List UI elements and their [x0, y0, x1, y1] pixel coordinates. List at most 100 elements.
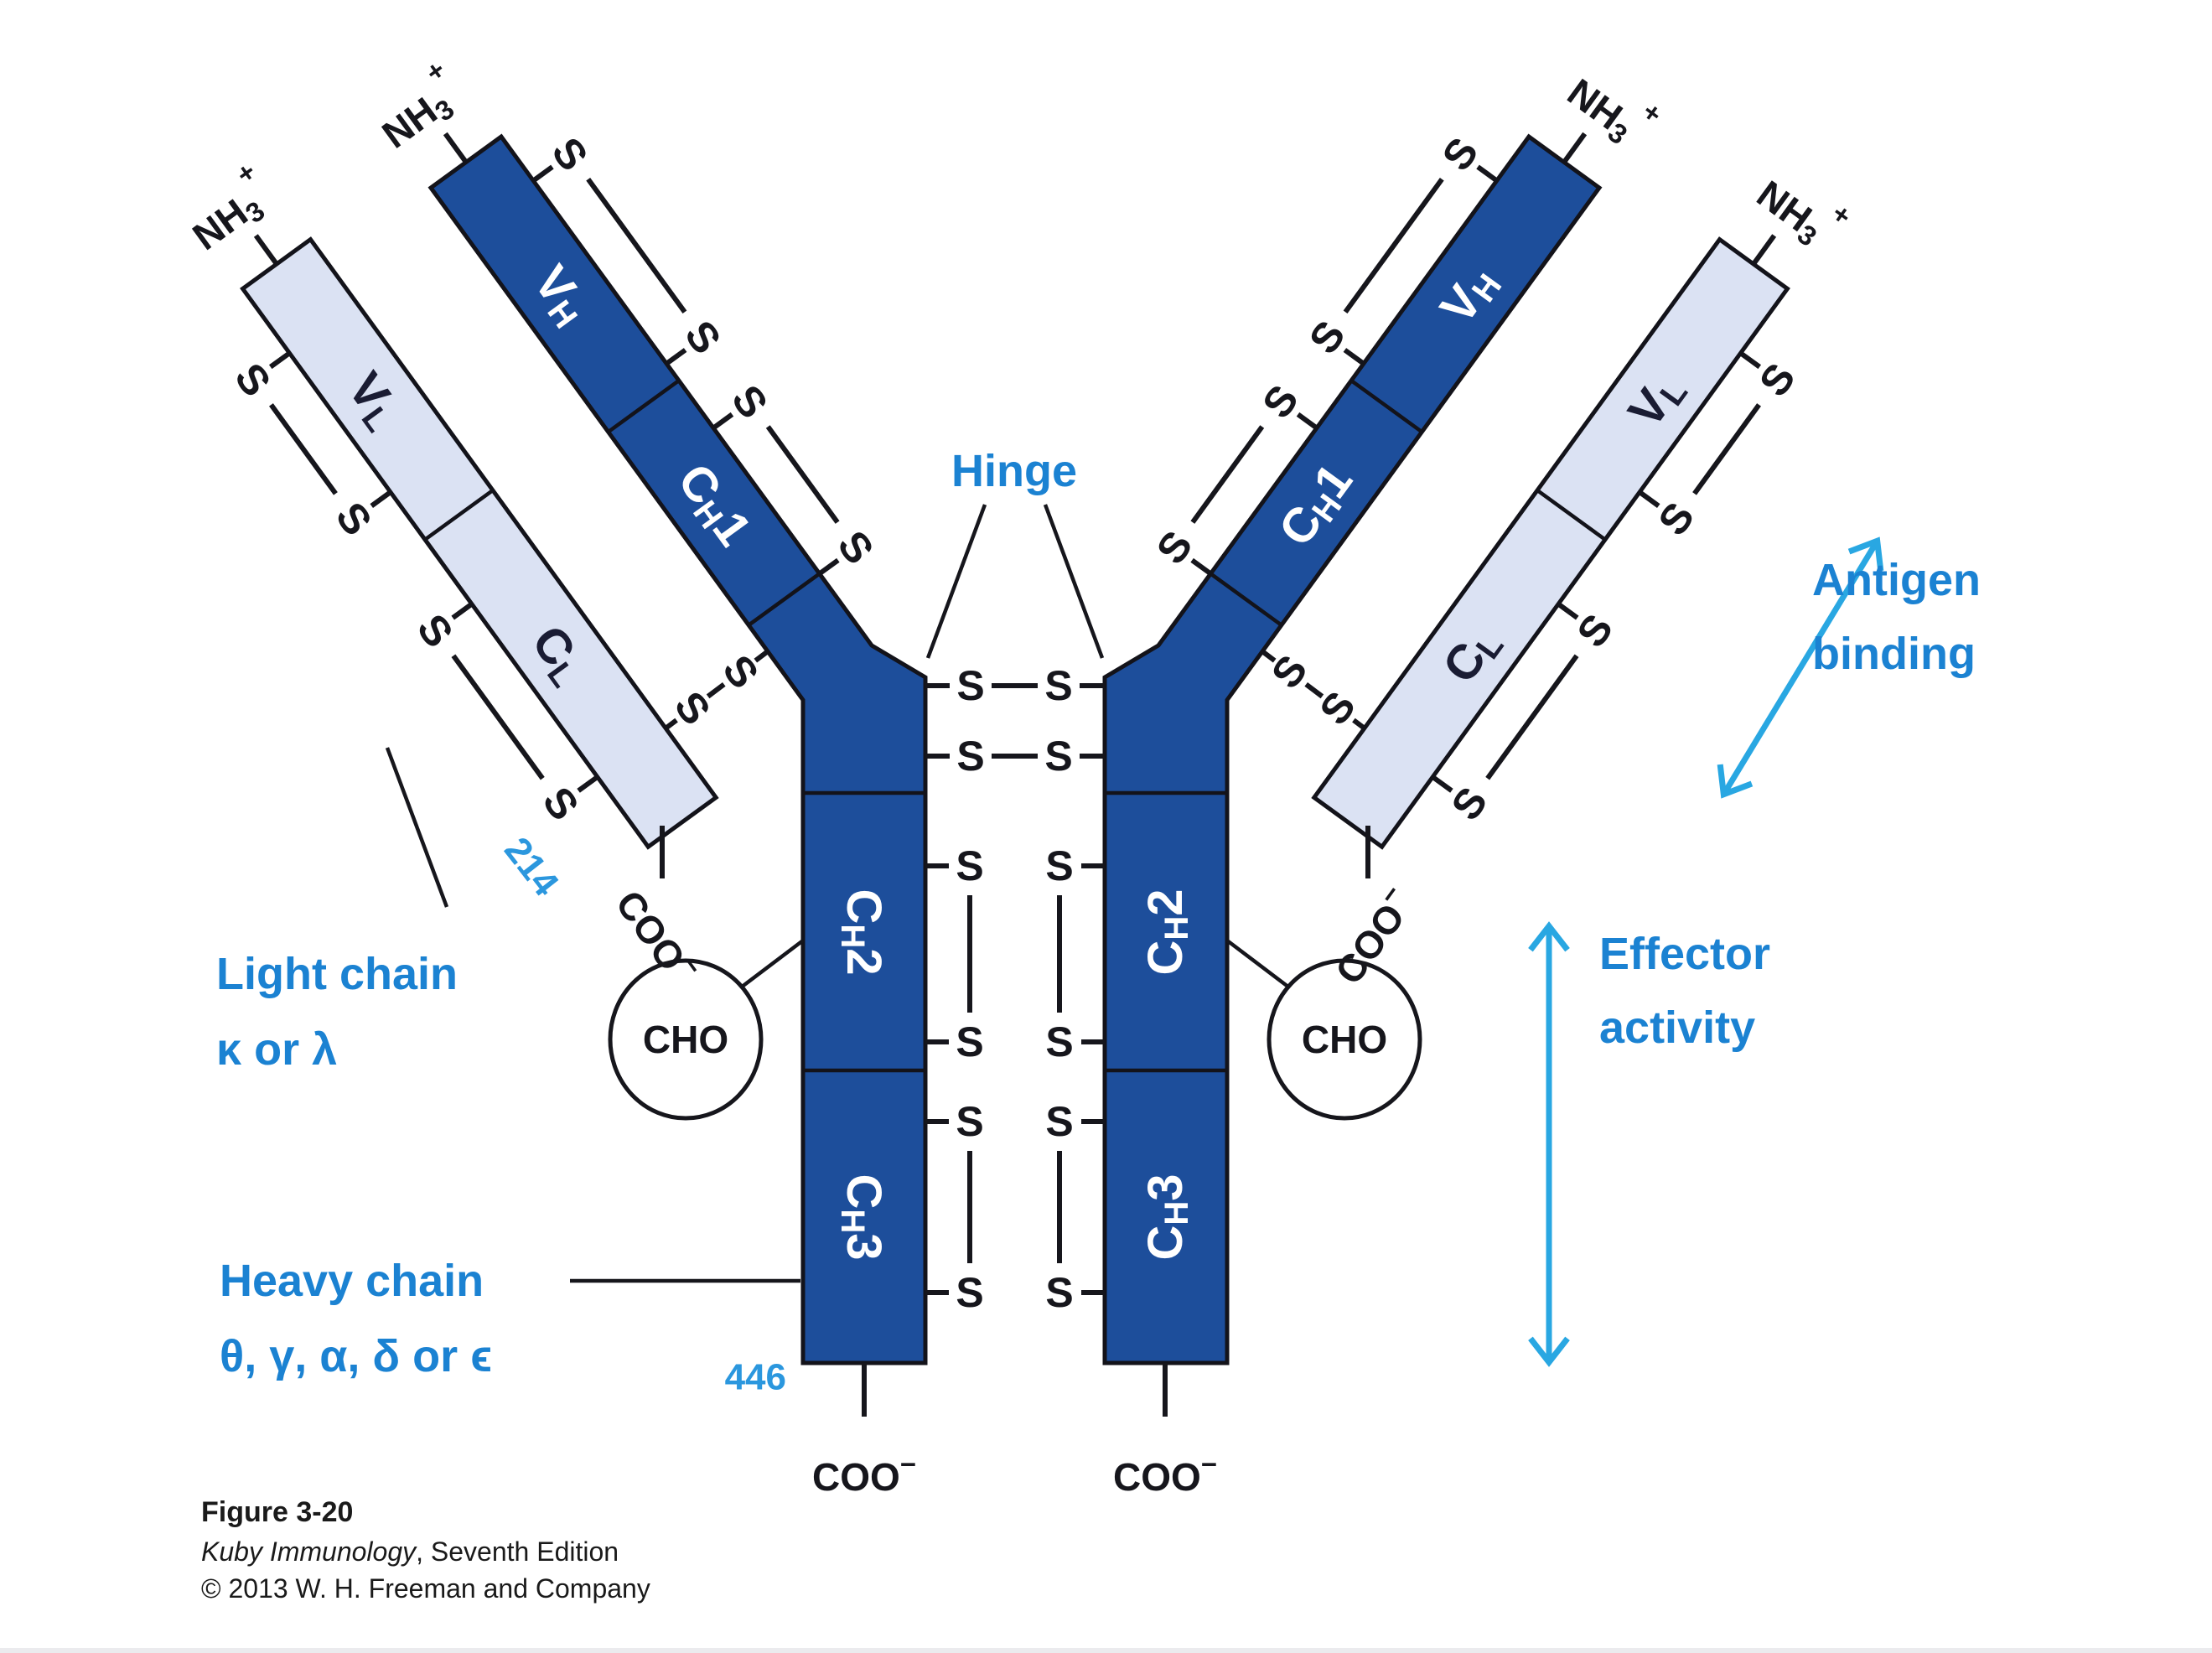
domain-divider [1536, 489, 1607, 542]
ch2-domain-label: CH2 [834, 889, 892, 975]
cho-label: CHO [643, 1018, 728, 1061]
carboxy-terminus-label: COO− [1113, 1448, 1217, 1500]
right-light-carboxy: COO− [1327, 826, 1413, 992]
amino-terminus-bond [443, 132, 469, 165]
amino-terminus-label: NH3+ [1747, 155, 1857, 262]
light-chain-label-line2: κ or λ [216, 1024, 337, 1075]
disulfide-s: S [1433, 129, 1488, 179]
disulfide-s: S [1147, 522, 1202, 573]
disulfide-s: S [956, 1269, 983, 1316]
disulfide-line [1485, 654, 1579, 780]
disulfide-tick [1638, 490, 1660, 508]
effector-activity-annotation: Effector activity [1528, 921, 1770, 1367]
disulfide-tick [1296, 412, 1318, 431]
disulfide-s: S [676, 312, 730, 362]
light-chain-annotation: Light chain κ or λ [216, 747, 458, 1075]
disulfide-s: S [1300, 312, 1355, 362]
ch3-domain-label: CH3 [834, 1174, 892, 1260]
amino-terminus-label: NH3+ [173, 155, 283, 262]
cho-connector [1225, 939, 1291, 989]
disulfide-line [1692, 403, 1761, 495]
domain-divider [1210, 572, 1283, 627]
disulfide-line [1343, 177, 1444, 314]
light-chain-pointer [385, 747, 449, 908]
disulfide-tick [1476, 164, 1499, 183]
cho-label: CHO [1302, 1018, 1387, 1061]
hinge-annotation: Hinge [925, 446, 1105, 659]
disulfide-s: S [1750, 355, 1805, 405]
left-light-carboxy: COO− [608, 826, 709, 981]
right-cho: CHO [1225, 939, 1422, 1121]
effector-activity-label-line1: Effector [1599, 929, 1770, 979]
disulfide-line [706, 681, 726, 699]
hinge-disulfide-row-2: S S [925, 733, 1105, 780]
right-ch2-disulfide: S S [1045, 842, 1105, 1065]
antigen-binding-label-line1: Antigen [1812, 555, 1981, 605]
heavy-chain-label-line2: θ, γ, α, δ or ϵ [220, 1331, 492, 1381]
disulfide-s: S [225, 355, 280, 405]
disulfide-line [586, 177, 687, 314]
domain-divider [1350, 379, 1423, 434]
disulfide-tick [1343, 348, 1365, 366]
right-ch3-disulfide: S S [1045, 1098, 1105, 1316]
hinge-label: Hinge [951, 446, 1077, 496]
disulfide-s: S [1310, 682, 1365, 733]
effector-activity-label-line2: activity [1599, 1003, 1755, 1053]
hinge-disulfide-row-1: S S [925, 662, 1105, 709]
caption-figure-number: Figure 3-20 [201, 1496, 353, 1528]
cho-connector [739, 939, 805, 989]
light-chain-box [240, 236, 719, 850]
disulfide-s: S [956, 1018, 983, 1065]
disulfide-line [765, 425, 840, 524]
light-chain-residue-number: 214 [496, 830, 567, 904]
disulfide-s: S [1567, 605, 1622, 656]
disulfide-tick [1190, 557, 1213, 577]
disulfide-s: S [1442, 779, 1496, 829]
disulfide-tick [712, 412, 734, 431]
disulfide-s: S [956, 1098, 983, 1145]
disulfide-s: S [543, 129, 598, 179]
cho-circle [1267, 958, 1422, 1121]
amino-terminus-bond [1750, 234, 1777, 267]
disulfide-s: S [1044, 662, 1072, 709]
disulfide-s: S [1045, 1269, 1073, 1316]
ch2-domain-label: CH2 [1138, 889, 1196, 975]
right-heavy-carboxy: COO− [1113, 1363, 1217, 1499]
heavy-chain-annotation: Heavy chain θ, γ, α, δ or ϵ [220, 1256, 800, 1381]
cho-circle [608, 958, 764, 1121]
left-ch2-disulfide: S S [925, 842, 984, 1065]
disulfide-s: S [956, 662, 984, 709]
disulfide-s: S [1045, 1018, 1073, 1065]
amino-terminus-label: NH3+ [1557, 54, 1668, 160]
light-chain-label-line1: Light chain [216, 949, 458, 999]
disulfide-tick [665, 348, 687, 366]
disulfide-tick [577, 775, 599, 793]
heavy-chain-label-line1: Heavy chain [220, 1256, 484, 1306]
disulfide-s: S [1045, 1098, 1073, 1145]
page-bottom-edge [0, 1648, 2212, 1653]
disulfide-s: S [956, 842, 983, 889]
disulfide-tick [817, 557, 840, 577]
hinge-pointer-left [925, 504, 987, 659]
disulfide-line [1190, 425, 1265, 524]
caption-book-title: Kuby Immunology, Seventh Edition [201, 1536, 619, 1567]
disulfide-tick [451, 602, 474, 620]
antigen-binding-annotation: Antigen binding [1717, 536, 1981, 799]
disulfide-line [269, 403, 338, 495]
disulfide-s: S [408, 605, 463, 656]
disulfide-s: S [1044, 733, 1072, 780]
disulfide-tick [1557, 602, 1579, 620]
right-light-chain: VL CL [1311, 236, 1790, 850]
carboxy-terminus-label: COO− [812, 1448, 916, 1500]
disulfide-s: S [666, 682, 720, 733]
disulfide-line [451, 654, 545, 780]
figure-caption: Figure 3-20 Kuby Immunology, Seventh Edi… [201, 1496, 650, 1604]
disulfide-tick [1738, 350, 1762, 370]
domain-divider [607, 379, 680, 434]
left-ch3-disulfide: S S [925, 1098, 984, 1316]
disulfide-tick [268, 350, 292, 370]
disulfide-s: S [713, 646, 768, 697]
left-heavy-carboxy: COO− [812, 1363, 916, 1499]
